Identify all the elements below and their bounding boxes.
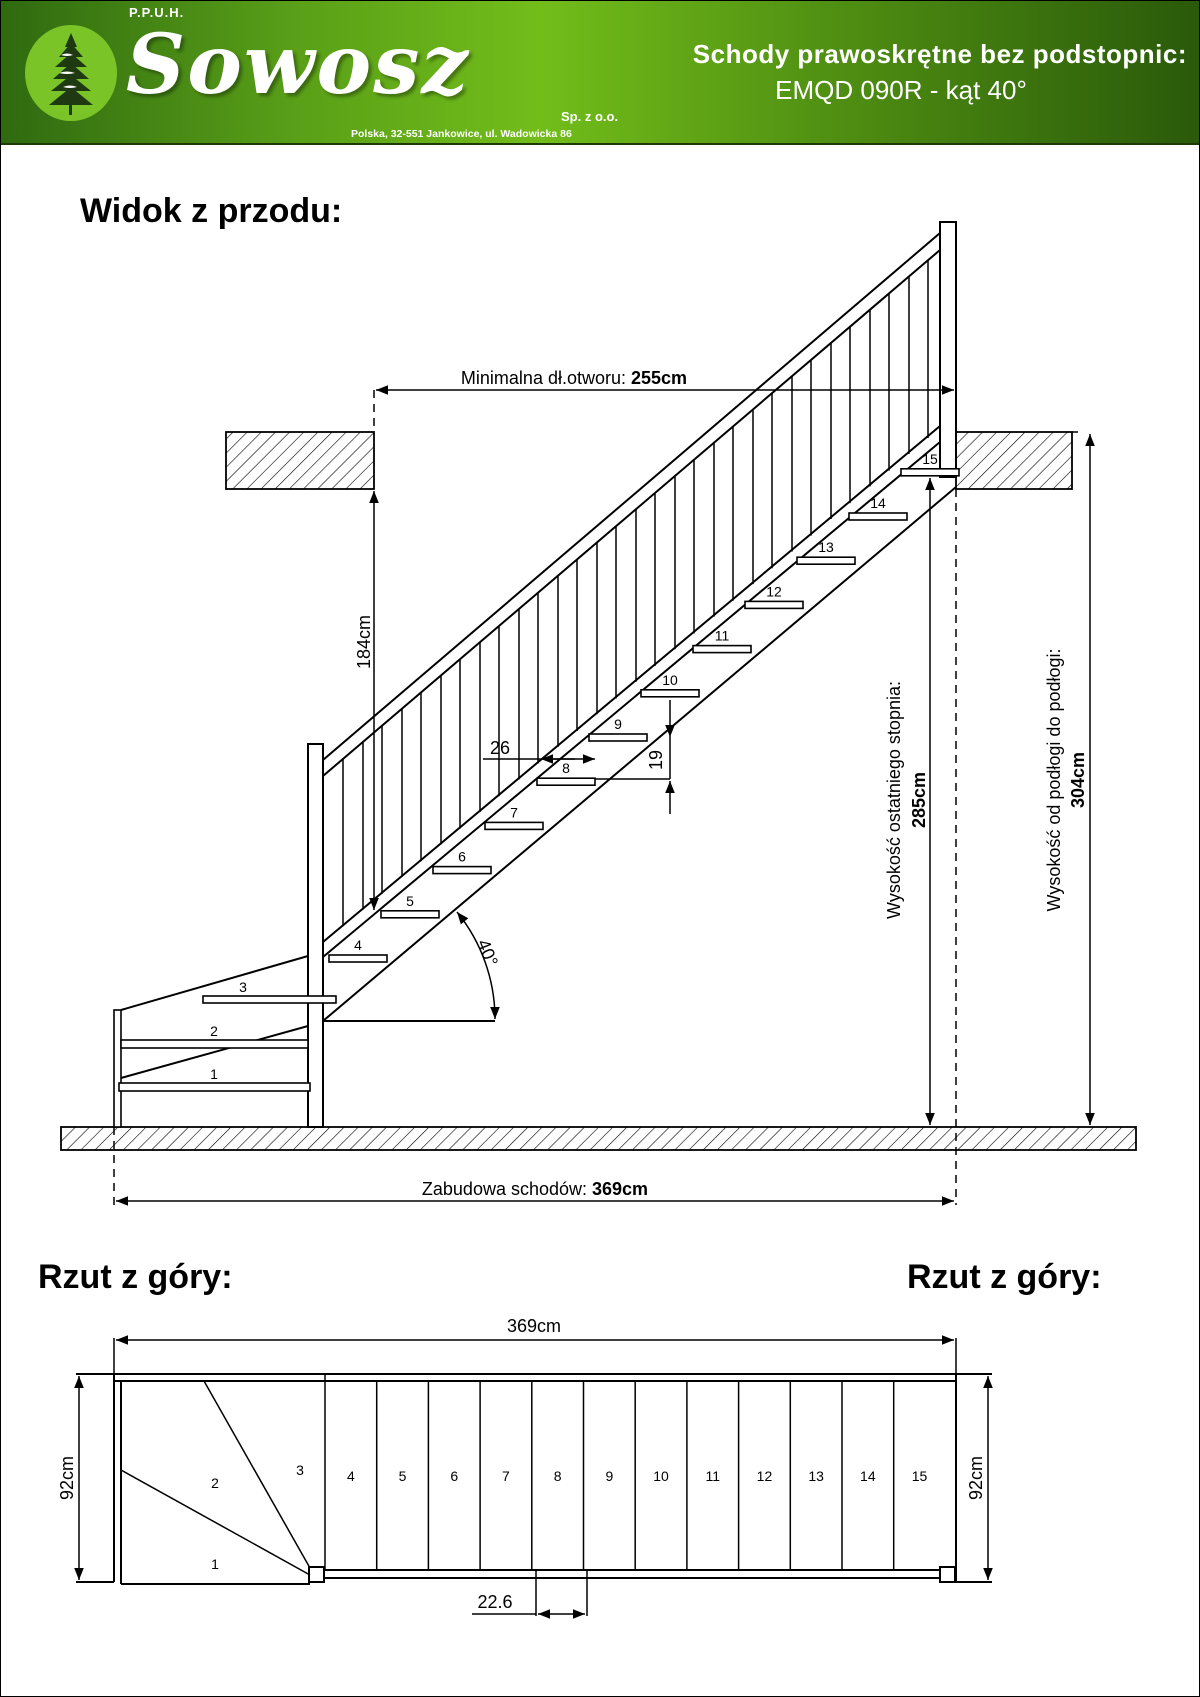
tread-depth-dimension: 26 [490, 738, 510, 758]
floor-to-floor-label: Wysokość od podłogi do podłogi: [1044, 648, 1064, 911]
company-prefix: P.P.U.H. [129, 5, 185, 20]
tread-5 [380, 909, 440, 919]
tread-3 [202, 995, 337, 1004]
step-number-5: 5 [406, 893, 414, 909]
footprint-dimension: Zabudowa schodów: 369cm [422, 1179, 648, 1199]
tread-15 [900, 467, 960, 477]
newel-post-lower [307, 743, 324, 1128]
tread-11 [692, 644, 752, 654]
angle-label: 40° [473, 936, 502, 969]
top-step-number-4: 4 [347, 1468, 355, 1484]
tread-6 [432, 865, 492, 875]
step-number-1: 1 [210, 1066, 218, 1082]
step-number-4: 4 [354, 937, 362, 953]
top-view: 369cm 4 5 6 7 8 9 10 11 12 13 14 15 1 2 3 92cm 92cm… [57, 1316, 993, 1619]
step-number-8: 8 [562, 760, 570, 776]
step-number-6: 6 [458, 849, 466, 865]
step-number-13: 13 [818, 539, 834, 555]
step-number-7: 7 [510, 804, 518, 820]
floor-to-floor-value: 304cm [1068, 752, 1088, 808]
top-view-heading-left: Rzut z góry: [38, 1258, 233, 1296]
step-number-10: 10 [662, 672, 678, 688]
step-number-2: 2 [210, 1023, 218, 1039]
top-step-number-10: 10 [653, 1468, 669, 1484]
tread-14 [848, 512, 908, 521]
top-step-number-14: 14 [860, 1468, 876, 1484]
top-post-lower [308, 1566, 325, 1583]
top-step-number-12: 12 [757, 1468, 773, 1484]
tread-10 [640, 688, 700, 698]
step-number-9: 9 [614, 716, 622, 732]
winder-post [113, 1009, 122, 1128]
floor-slab [60, 1126, 1137, 1151]
top-step-number-3: 3 [296, 1462, 304, 1478]
tread-13 [796, 556, 856, 566]
logo [25, 25, 117, 121]
riser-height-dimension: 19 [646, 750, 666, 770]
step-number-14: 14 [870, 495, 886, 511]
front-view-heading: Widok z przodu: [80, 192, 343, 230]
top-step-number-7: 7 [502, 1468, 510, 1484]
last-step-height-value: 285cm [909, 772, 929, 828]
step-width-dimension: 22.6 [477, 1592, 512, 1612]
top-post-upper [939, 1566, 956, 1583]
tread-1 [118, 1082, 311, 1092]
document-title: Schody prawoskrętne bez podstopnic: [692, 39, 1187, 69]
balusters [342, 260, 929, 927]
top-step-number-2: 2 [211, 1475, 219, 1491]
last-step-height-label: Wysokość ostatniego stopnia: [884, 681, 904, 919]
company-suffix: Sp. z o.o. [561, 109, 619, 124]
header-banner: P.P.U.H. Sowosz Sp. z o.o. Polska, 32-55… [1, 1, 1199, 145]
tread-7 [484, 821, 544, 831]
top-step-number-9: 9 [605, 1468, 613, 1484]
tread-8 [536, 777, 596, 787]
front-treads: 4 5 6 7 8 9 10 11 12 13 14 15 [328, 451, 960, 963]
company-address: Polska, 32-551 Jankowice, ul. Wadowicka … [351, 128, 572, 140]
top-view-heading-right: Rzut z góry: [907, 1258, 1102, 1296]
headroom-dimension: 184cm [354, 615, 374, 669]
ceiling-slab-left [225, 431, 375, 490]
ceiling-slab-right [955, 431, 1073, 490]
opening-dimension: Minimalna dł.otworu: 255cm [461, 368, 687, 388]
company-name: Sowosz [126, 17, 470, 113]
top-length-dimension: 369cm [507, 1316, 561, 1336]
step-number-3: 3 [239, 979, 247, 995]
front-view: 4 5 6 7 8 9 10 11 12 13 14 15 1 2 3 40° Minimalna d… [60, 221, 1137, 1206]
step-number-12: 12 [766, 583, 782, 599]
top-step-number-5: 5 [399, 1468, 407, 1484]
top-step-number-6: 6 [450, 1468, 458, 1484]
top-step-number-15: 15 [912, 1468, 928, 1484]
top-step-number-11: 11 [705, 1468, 720, 1484]
tread-4 [328, 954, 388, 963]
fir-tree-icon [49, 33, 93, 115]
tread-9 [588, 733, 648, 742]
top-step-number-8: 8 [554, 1468, 562, 1484]
top-step-number-1: 1 [211, 1556, 219, 1572]
tread-2 [120, 1039, 309, 1049]
newel-post-upper [939, 221, 957, 478]
document-subtitle: EMQD 090R - kąt 40° [775, 75, 1027, 105]
top-step-number-13: 13 [808, 1468, 824, 1484]
tread-12 [744, 600, 804, 610]
step-number-15: 15 [922, 451, 938, 467]
step-number-11: 11 [715, 628, 730, 644]
top-width-right: 92cm [966, 1456, 986, 1500]
top-width-left: 92cm [57, 1456, 77, 1500]
top-steps: 4 5 6 7 8 9 10 11 12 13 14 15 [324, 1381, 928, 1570]
